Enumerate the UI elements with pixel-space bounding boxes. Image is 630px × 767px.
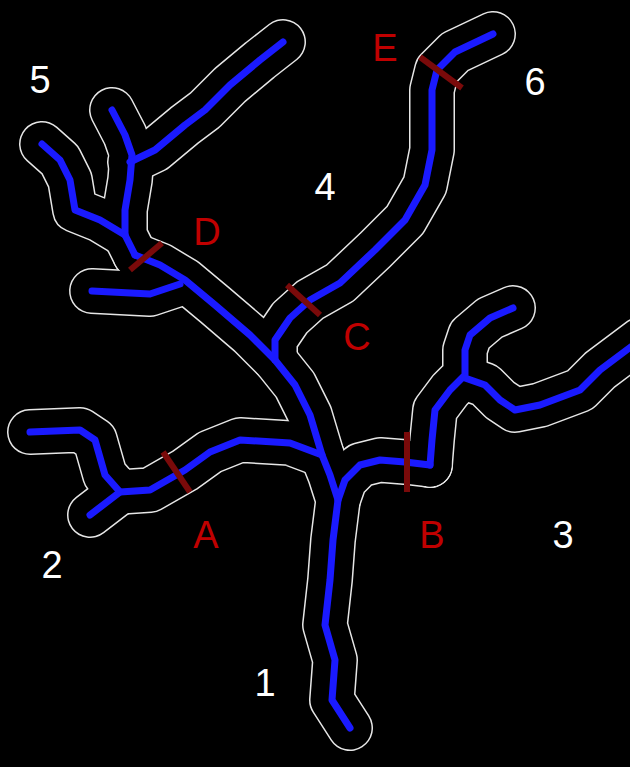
segment-cut-label: B (419, 516, 444, 554)
segment-number: 6 (524, 63, 545, 101)
segment-number: 1 (254, 664, 275, 702)
cut-mark (130, 57, 462, 492)
vessel-centerline (30, 34, 630, 728)
tube-interior (30, 34, 630, 728)
segment-number: 4 (314, 168, 335, 206)
segment-cut-label: C (343, 318, 370, 356)
segment-cut-label: E (372, 29, 397, 67)
tube-outline (30, 34, 630, 728)
segment-number: 3 (552, 516, 573, 554)
segment-cut-label: D (193, 213, 220, 251)
segment-number: 2 (41, 546, 62, 584)
segment-number: 5 (29, 61, 50, 99)
segment-cut-label: A (193, 516, 218, 554)
